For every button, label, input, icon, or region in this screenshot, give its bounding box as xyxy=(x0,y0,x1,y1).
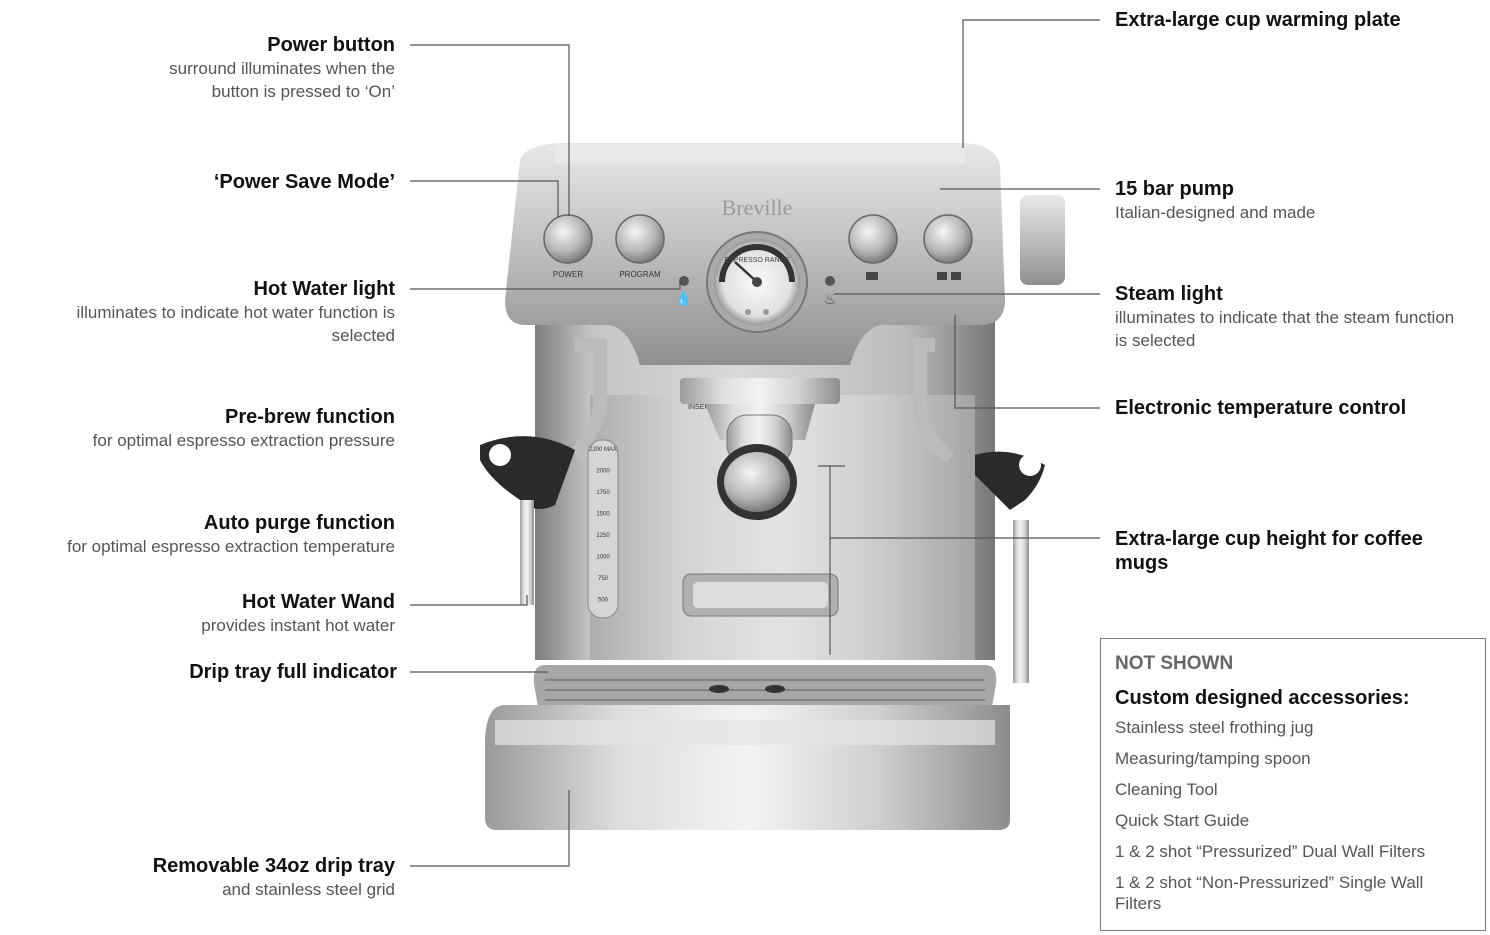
hot-water-wand-arm xyxy=(569,338,607,460)
group-head xyxy=(680,378,840,404)
hot-water-light xyxy=(679,276,689,286)
scale-tick-label: 500 xyxy=(598,598,609,604)
callout-15-bar-pump: 15 bar pump Italian-designed and made xyxy=(1115,177,1485,224)
hot-water-wand xyxy=(520,500,534,605)
callout-desc: and stainless steel grid xyxy=(222,880,395,899)
scale-tick-label: 1750 xyxy=(596,490,610,496)
callout-temperature-control: Electronic temperature control xyxy=(1115,396,1485,420)
callout-steam-light: Steam light illuminates to indicate that… xyxy=(1115,282,1455,352)
callout-desc: for optimal espresso extraction temperat… xyxy=(67,537,395,556)
list-item: 1 & 2 shot “Pressurized” Dual Wall Filte… xyxy=(1115,842,1426,861)
callout-drip-tray-indicator: Drip tray full indicator xyxy=(0,660,397,684)
steam-wand-arm xyxy=(913,338,955,464)
scale-tick-label: 1500 xyxy=(596,512,610,518)
one-cup-icon xyxy=(866,272,878,280)
callout-hot-water-light: Hot Water light illuminates to indicate … xyxy=(0,277,395,347)
gauge-label: ESPRESSO RANGE xyxy=(724,257,790,264)
callout-lines xyxy=(410,19,1100,867)
steam-icon: ♨ xyxy=(824,291,837,307)
list-item: Measuring/tamping spoon xyxy=(1115,749,1311,768)
steam-wand xyxy=(1013,520,1029,683)
callout-title: Electronic temperature control xyxy=(1115,397,1407,419)
water-level-scale: 2200 MAX 2000 1750 1500 1250 1000 750 500 xyxy=(589,447,617,604)
callout-title: Auto purge function xyxy=(203,512,395,534)
side-steam-dial xyxy=(1020,195,1065,285)
callout-title: ‘Power Save Mode’ xyxy=(213,171,395,193)
callout-title: Extra-large cup height for coffee mugs xyxy=(1115,528,1423,574)
program-knob-label: PROGRAM xyxy=(619,270,661,279)
not-shown-box: NOT SHOWN Custom designed accessories: S… xyxy=(1100,638,1486,931)
list-item: Quick Start Guide xyxy=(1115,811,1250,830)
callout-pre-brew: Pre-brew function for optimal espresso e… xyxy=(0,405,395,452)
list-item: Stainless steel frothing jug xyxy=(1115,718,1314,737)
callout-desc: Italian-designed and made xyxy=(1115,203,1316,222)
callout-cup-height: Extra-large cup height for coffee mugs xyxy=(1115,527,1480,575)
callout-title: 15 bar pump xyxy=(1115,178,1234,200)
callout-desc: for optimal espresso extraction pressure xyxy=(92,431,395,450)
callout-auto-purge: Auto purge function for optimal espresso… xyxy=(0,511,395,558)
list-item: 1 & 2 shot “Non-Pressurized” Single Wall… xyxy=(1115,873,1424,913)
callout-power-save-mode: ‘Power Save Mode’ xyxy=(0,170,395,194)
callout-desc: surround illuminates when the button is … xyxy=(169,59,395,101)
callout-hot-water-wand: Hot Water Wand provides instant hot wate… xyxy=(0,590,395,637)
list-item: Cleaning Tool xyxy=(1115,780,1218,799)
scale-tick-label: 750 xyxy=(598,576,609,582)
callout-cup-warming-plate: Extra-large cup warming plate xyxy=(1115,8,1485,32)
two-cup-icon xyxy=(937,272,947,280)
callout-title: Hot Water Wand xyxy=(242,591,395,613)
callout-title: Power button xyxy=(267,34,395,56)
not-shown-heading: NOT SHOWN xyxy=(1115,653,1234,674)
drip-tray-grid xyxy=(533,665,997,718)
callout-desc: illuminates to indicate that the steam f… xyxy=(1115,308,1455,350)
one-cup-knob xyxy=(848,214,898,264)
callout-power-button: Power button surround illuminates when t… xyxy=(0,33,395,103)
scale-tick-label: 2200 MAX xyxy=(589,447,617,453)
gauge-scale xyxy=(719,244,795,283)
hot-water-drop-icon: 💧 xyxy=(675,290,692,307)
callout-title: Drip tray full indicator xyxy=(189,661,397,683)
insert-label: INSERT xyxy=(688,404,714,411)
callout-title: Hot Water light xyxy=(253,278,395,300)
power-knob xyxy=(543,214,593,264)
accessories-heading: Custom designed accessories: xyxy=(1115,687,1410,709)
callout-title: Removable 34oz drip tray xyxy=(152,855,395,877)
scale-tick-label: 2000 xyxy=(596,469,610,475)
callout-desc: provides instant hot water xyxy=(201,616,395,635)
callout-desc: illuminates to indicate hot water functi… xyxy=(76,303,395,345)
two-cup-knob xyxy=(923,214,973,264)
callout-drip-tray: Removable 34oz drip tray and stainless s… xyxy=(0,854,395,901)
steam-light xyxy=(825,276,835,286)
accessories-list: Stainless steel frothing jug Measuring/t… xyxy=(1115,717,1471,914)
scale-tick-label: 1250 xyxy=(596,533,610,539)
program-knob xyxy=(615,214,665,264)
callout-title: Extra-large cup warming plate xyxy=(1115,9,1401,31)
power-knob-label: POWER xyxy=(553,270,583,279)
scale-tick-label: 1000 xyxy=(596,555,610,561)
callout-title: Pre-brew function xyxy=(224,406,395,428)
cup-warming-plate xyxy=(555,145,965,163)
brand-logo: Breville xyxy=(722,195,793,220)
water-tank-window xyxy=(587,439,619,619)
callout-title: Steam light xyxy=(1115,283,1223,305)
